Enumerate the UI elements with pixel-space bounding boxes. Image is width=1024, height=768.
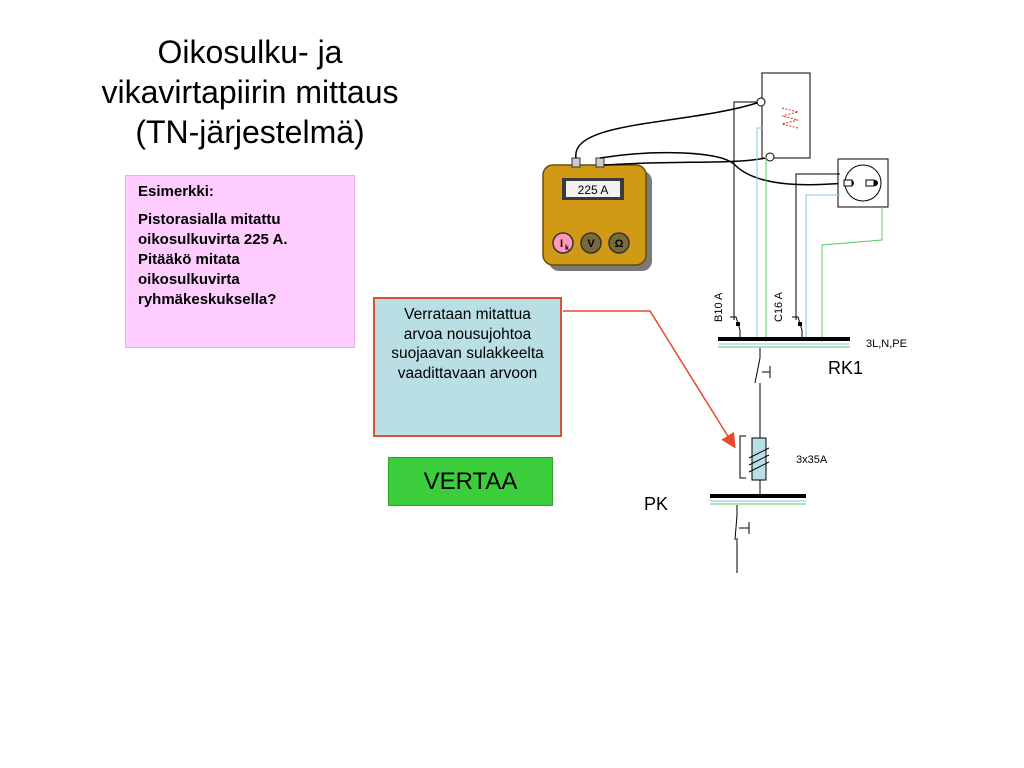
meter-probe-socket-right bbox=[595, 157, 605, 168]
multimeter: 225 A I k V Ω bbox=[542, 157, 652, 271]
pointer-arrow bbox=[563, 310, 736, 449]
title-line-1: Oikosulku- ja bbox=[157, 34, 343, 70]
breaker-c16 bbox=[792, 316, 803, 340]
wire-c16-pe bbox=[821, 207, 883, 342]
page-title: Oikosulku- ja vikavirtapiirin mittaus (T… bbox=[60, 32, 440, 152]
breaker-c16-label: C16 A bbox=[773, 291, 785, 322]
example-box: Esimerkki: Pistorasialla mitattu oikosul… bbox=[125, 175, 355, 348]
rk1-main-switch bbox=[754, 348, 771, 438]
probe-plug-left bbox=[843, 179, 853, 187]
wire-b10-neutral bbox=[756, 127, 763, 340]
breaker-b10-label: B10 A bbox=[713, 292, 725, 322]
pk-main-switch bbox=[734, 505, 750, 573]
terminal-top bbox=[756, 97, 766, 107]
fuse-3x35a bbox=[739, 435, 770, 495]
title-line-3: (TN-järjestelmä) bbox=[135, 114, 365, 150]
meter-display bbox=[566, 181, 620, 197]
pk-busbar bbox=[710, 494, 806, 505]
probe-plug-right bbox=[865, 179, 875, 187]
meter-ik-sub: k bbox=[565, 245, 569, 252]
fuse-label: 3x35A bbox=[796, 454, 828, 466]
probe-cable-1 bbox=[575, 101, 761, 159]
wire-c16-phase bbox=[795, 173, 840, 320]
probe-cable-3 bbox=[603, 156, 771, 166]
title-line-2: vikavirtapiirin mittaus bbox=[101, 74, 399, 110]
rk1-label: RK1 bbox=[828, 358, 863, 378]
vertaa-button[interactable]: VERTAA bbox=[388, 457, 553, 506]
meter-v-label: V bbox=[587, 238, 595, 250]
comparison-note: Verrataan mitattua arvoa nousujohtoa suo… bbox=[373, 297, 562, 437]
socket-outlet bbox=[837, 158, 889, 208]
probe-cable-2 bbox=[599, 151, 849, 186]
meter-v-button[interactable] bbox=[580, 232, 602, 254]
meter-ik-button[interactable] bbox=[552, 232, 574, 254]
example-heading: Esimerkki: bbox=[138, 183, 214, 200]
wire-c16-neutral bbox=[805, 194, 840, 340]
junction-box bbox=[756, 72, 811, 162]
meter-display-value: 225 A bbox=[578, 183, 609, 197]
meter-ik-label: I bbox=[560, 238, 563, 250]
meter-probe-socket-left bbox=[571, 157, 581, 168]
meter-ohm-button[interactable] bbox=[608, 232, 630, 254]
wire-b10-phase bbox=[733, 101, 757, 320]
meter-ohm-label: Ω bbox=[615, 238, 624, 250]
breaker-b10 bbox=[730, 316, 741, 340]
rk1-busbar bbox=[718, 337, 850, 348]
example-text: Pistorasialla mitattu oikosulkuvirta 225… bbox=[138, 211, 288, 308]
bus-rk1-label: 3L,N,PE bbox=[866, 338, 907, 350]
terminal-bottom bbox=[765, 152, 775, 162]
pk-label: PK bbox=[644, 494, 668, 514]
